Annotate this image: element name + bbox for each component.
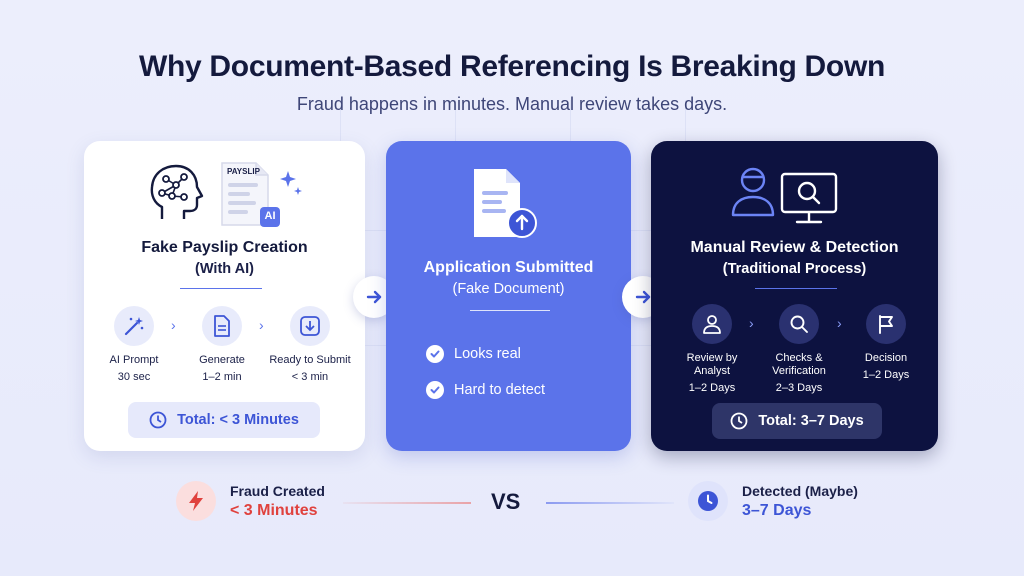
total-time-pill: Total: < 3 Minutes <box>128 402 320 438</box>
step-label: AI Prompt <box>109 354 159 366</box>
step-duration: 30 sec <box>117 371 151 383</box>
step-duration: 1–2 min <box>202 371 242 383</box>
page-subtitle: Fraud happens in minutes. Manual review … <box>296 94 728 114</box>
step-ai-prompt: AI Prompt 30 sec <box>89 306 179 383</box>
download-icon <box>290 306 330 346</box>
step-duration: < 3 min <box>291 371 329 383</box>
document-upload-icon <box>474 169 537 238</box>
divider-line <box>343 502 471 504</box>
step-ready-to-submit: Ready to Submit < 3 min <box>265 306 355 383</box>
analyst-person-icon <box>731 167 775 217</box>
search-icon <box>779 304 819 344</box>
fraud-created-value: < 3 Minutes <box>230 501 318 519</box>
check-label: Looks real <box>454 346 521 362</box>
step-duration: 2–3 Days <box>775 382 823 394</box>
card-subtitle: (Traditional Process) <box>722 261 867 277</box>
flag-icon <box>866 304 906 344</box>
step-label: Generate <box>199 354 245 366</box>
card-title: Fake Payslip Creation <box>141 239 308 256</box>
checkmark-icon <box>426 345 444 363</box>
divider-line <box>546 502 674 504</box>
person-icon <box>692 304 732 344</box>
lightning-icon <box>176 481 216 521</box>
checkmark-icon <box>426 381 444 399</box>
payslip-doc-label: PAYSLIP <box>227 167 260 176</box>
clock-icon <box>688 481 728 521</box>
fraud-created-label: Fraud Created <box>230 482 325 499</box>
payslip-document-icon <box>221 162 302 227</box>
magic-wand-icon <box>114 306 154 346</box>
step-generate: Generate 1–2 min <box>177 306 267 383</box>
step-decision: Decision 1–2 Days <box>841 304 931 381</box>
card-title: Application Submitted <box>423 259 594 276</box>
check-item: Looks real <box>426 345 521 363</box>
card-title: Manual Review & Detection <box>690 239 899 256</box>
fake-payslip-card: PAYSLIP AI Fake Payslip Creation (With A… <box>84 141 365 451</box>
check-item: Hard to detect <box>426 381 545 399</box>
card-subtitle: (With AI) <box>195 261 254 277</box>
step-label: Ready to Submit <box>269 354 351 366</box>
detected-value: 3–7 Days <box>742 501 812 519</box>
step-duration: 1–2 Days <box>862 369 910 381</box>
step-label: Decision <box>864 352 908 364</box>
page-title: Why Document-Based Referencing Is Breaki… <box>138 50 886 83</box>
card-divider <box>755 288 837 289</box>
ai-badge: AI <box>264 210 276 222</box>
total-label: Total: < 3 Minutes <box>177 412 299 428</box>
document-icon <box>202 306 242 346</box>
chevron-right-icon: › <box>171 317 176 333</box>
ai-brain-head-icon <box>150 164 204 219</box>
application-submitted-card: Application Submitted (Fake Document) Lo… <box>386 141 631 451</box>
detected-label: Detected (Maybe) <box>742 482 858 499</box>
card-divider <box>470 310 550 311</box>
total-label: Total: 3–7 Days <box>758 413 864 429</box>
chevron-right-icon: › <box>749 315 754 331</box>
vs-label: VS <box>491 489 521 514</box>
check-label: Hard to detect <box>454 382 546 398</box>
fraud-created-summary: Fraud Created < 3 Minutes <box>176 481 325 521</box>
clock-icon <box>730 412 748 430</box>
card-subtitle: (Fake Document) <box>452 281 565 297</box>
step-duration: 1–2 Days <box>688 382 736 394</box>
clock-icon <box>149 411 167 429</box>
chevron-right-icon: › <box>259 317 264 333</box>
detected-summary: Detected (Maybe) 3–7 Days <box>688 481 858 521</box>
monitor-search-icon <box>780 172 838 224</box>
chevron-right-icon: › <box>837 315 842 331</box>
total-time-pill: Total: 3–7 Days <box>712 403 882 439</box>
card-divider <box>180 288 262 289</box>
manual-review-card: Manual Review & Detection (Traditional P… <box>651 141 938 451</box>
step-checks-verification: Checks &Verification 2–3 Days <box>754 304 844 394</box>
step-label: Checks &Verification <box>772 352 826 377</box>
